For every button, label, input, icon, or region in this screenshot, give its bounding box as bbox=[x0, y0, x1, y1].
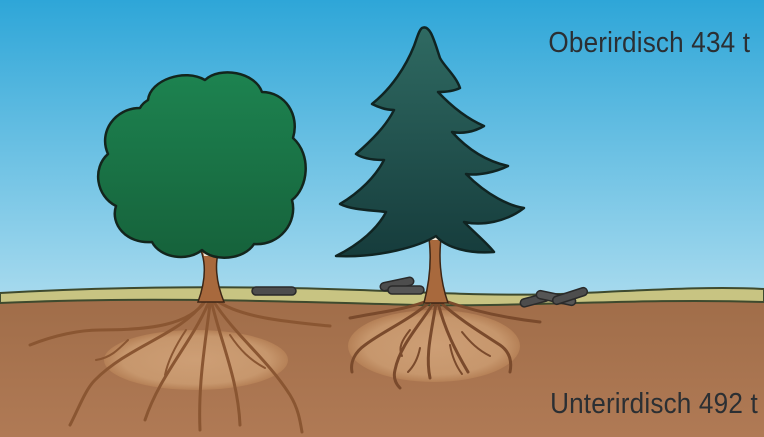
root-zone-deciduous bbox=[104, 330, 288, 390]
above-ground-label: Oberirdisch 434 t bbox=[548, 27, 750, 60]
below-ground-label: Unterirdisch 492 t bbox=[550, 388, 758, 421]
